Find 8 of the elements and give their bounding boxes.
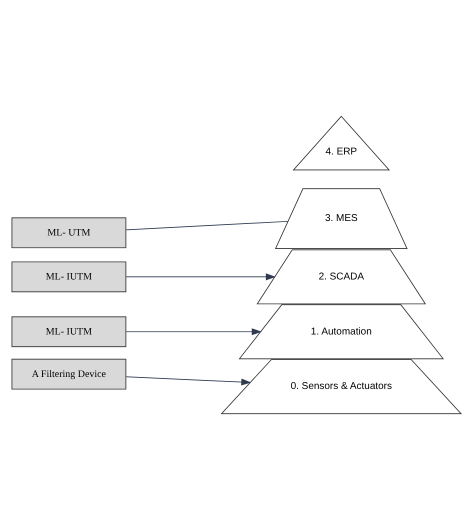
- arrow: [126, 376, 252, 386]
- connector: [126, 220, 288, 230]
- node-box: A Filtering Device: [12, 358, 126, 390]
- arrow: [126, 328, 262, 335]
- arrow: [126, 272, 276, 280]
- node-box: ML- IUTM: [12, 316, 126, 347]
- node-box: ML- UTM: [12, 216, 126, 248]
- node-box: ML- IUTM: [12, 260, 126, 292]
